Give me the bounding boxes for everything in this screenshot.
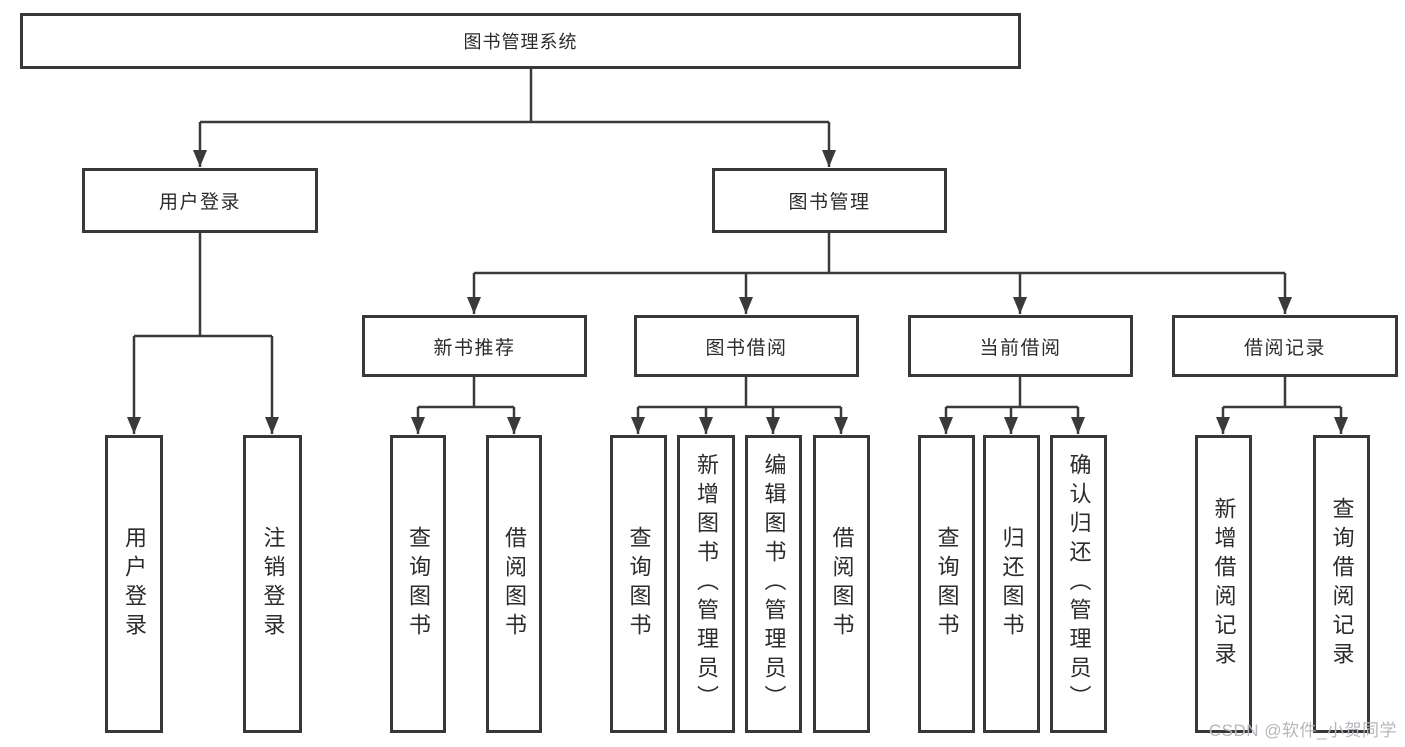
node-book-management-label: 图书管理 <box>788 192 871 213</box>
node-book-borrow: 图书借阅 <box>634 315 859 377</box>
node-new-book-recommend-label: 新书推荐 <box>433 337 516 359</box>
node-borrow-records: 借阅记录 <box>1172 315 1398 377</box>
leaf-query-books-recommend: 查询图书 <box>390 435 446 733</box>
leaf-borrow-books-recommend-label: 借阅图书 <box>502 525 527 643</box>
leaf-edit-book-admin-label: 编辑图书（管理员） <box>761 453 787 715</box>
node-new-book-recommend: 新书推荐 <box>362 315 587 377</box>
leaf-edit-book-admin: 编辑图书（管理员） <box>745 435 802 733</box>
node-current-borrow-label: 当前借阅 <box>979 337 1062 359</box>
leaf-query-books-borrow: 查询图书 <box>610 435 667 733</box>
leaf-confirm-return-admin-label: 确认归还（管理员） <box>1066 453 1092 715</box>
node-library-management-system: 图书管理系统 <box>20 13 1021 69</box>
leaf-query-borrow-record-label: 查询借阅记录 <box>1329 496 1355 672</box>
leaf-borrow-books-recommend: 借阅图书 <box>486 435 542 733</box>
node-user-login-label: 用户登录 <box>158 192 241 213</box>
leaf-query-books-current-label: 查询图书 <box>934 525 960 643</box>
leaf-query-books-borrow-label: 查询图书 <box>626 525 652 643</box>
node-library-management-system-label: 图书管理系统 <box>463 32 578 52</box>
node-book-management: 图书管理 <box>712 168 947 233</box>
leaf-logout-label: 注销登录 <box>260 525 286 643</box>
leaf-confirm-return-admin: 确认归还（管理员） <box>1050 435 1107 733</box>
leaf-query-borrow-record: 查询借阅记录 <box>1313 435 1370 733</box>
leaf-add-borrow-record-label: 新增借阅记录 <box>1211 496 1237 672</box>
leaf-return-book-label: 归还图书 <box>999 525 1025 643</box>
node-user-login: 用户登录 <box>82 168 318 233</box>
leaf-borrow-book-label: 借阅图书 <box>829 525 855 643</box>
leaf-logout: 注销登录 <box>243 435 302 733</box>
csdn-watermark: CSDN @软件_小贺同学 <box>1208 721 1397 740</box>
node-book-borrow-label: 图书借阅 <box>705 337 788 359</box>
node-borrow-records-label: 借阅记录 <box>1243 337 1326 359</box>
leaf-return-book: 归还图书 <box>983 435 1040 733</box>
leaf-query-books-recommend-label: 查询图书 <box>406 525 431 643</box>
leaf-add-book-admin: 新增图书（管理员） <box>677 435 735 733</box>
leaf-query-books-current: 查询图书 <box>918 435 975 733</box>
leaf-user-login: 用户登录 <box>105 435 163 733</box>
node-current-borrow: 当前借阅 <box>908 315 1133 377</box>
leaf-user-login-label: 用户登录 <box>122 525 147 643</box>
leaf-add-borrow-record: 新增借阅记录 <box>1195 435 1252 733</box>
leaf-add-book-admin-label: 新增图书（管理员） <box>694 453 719 715</box>
leaf-borrow-book: 借阅图书 <box>813 435 870 733</box>
